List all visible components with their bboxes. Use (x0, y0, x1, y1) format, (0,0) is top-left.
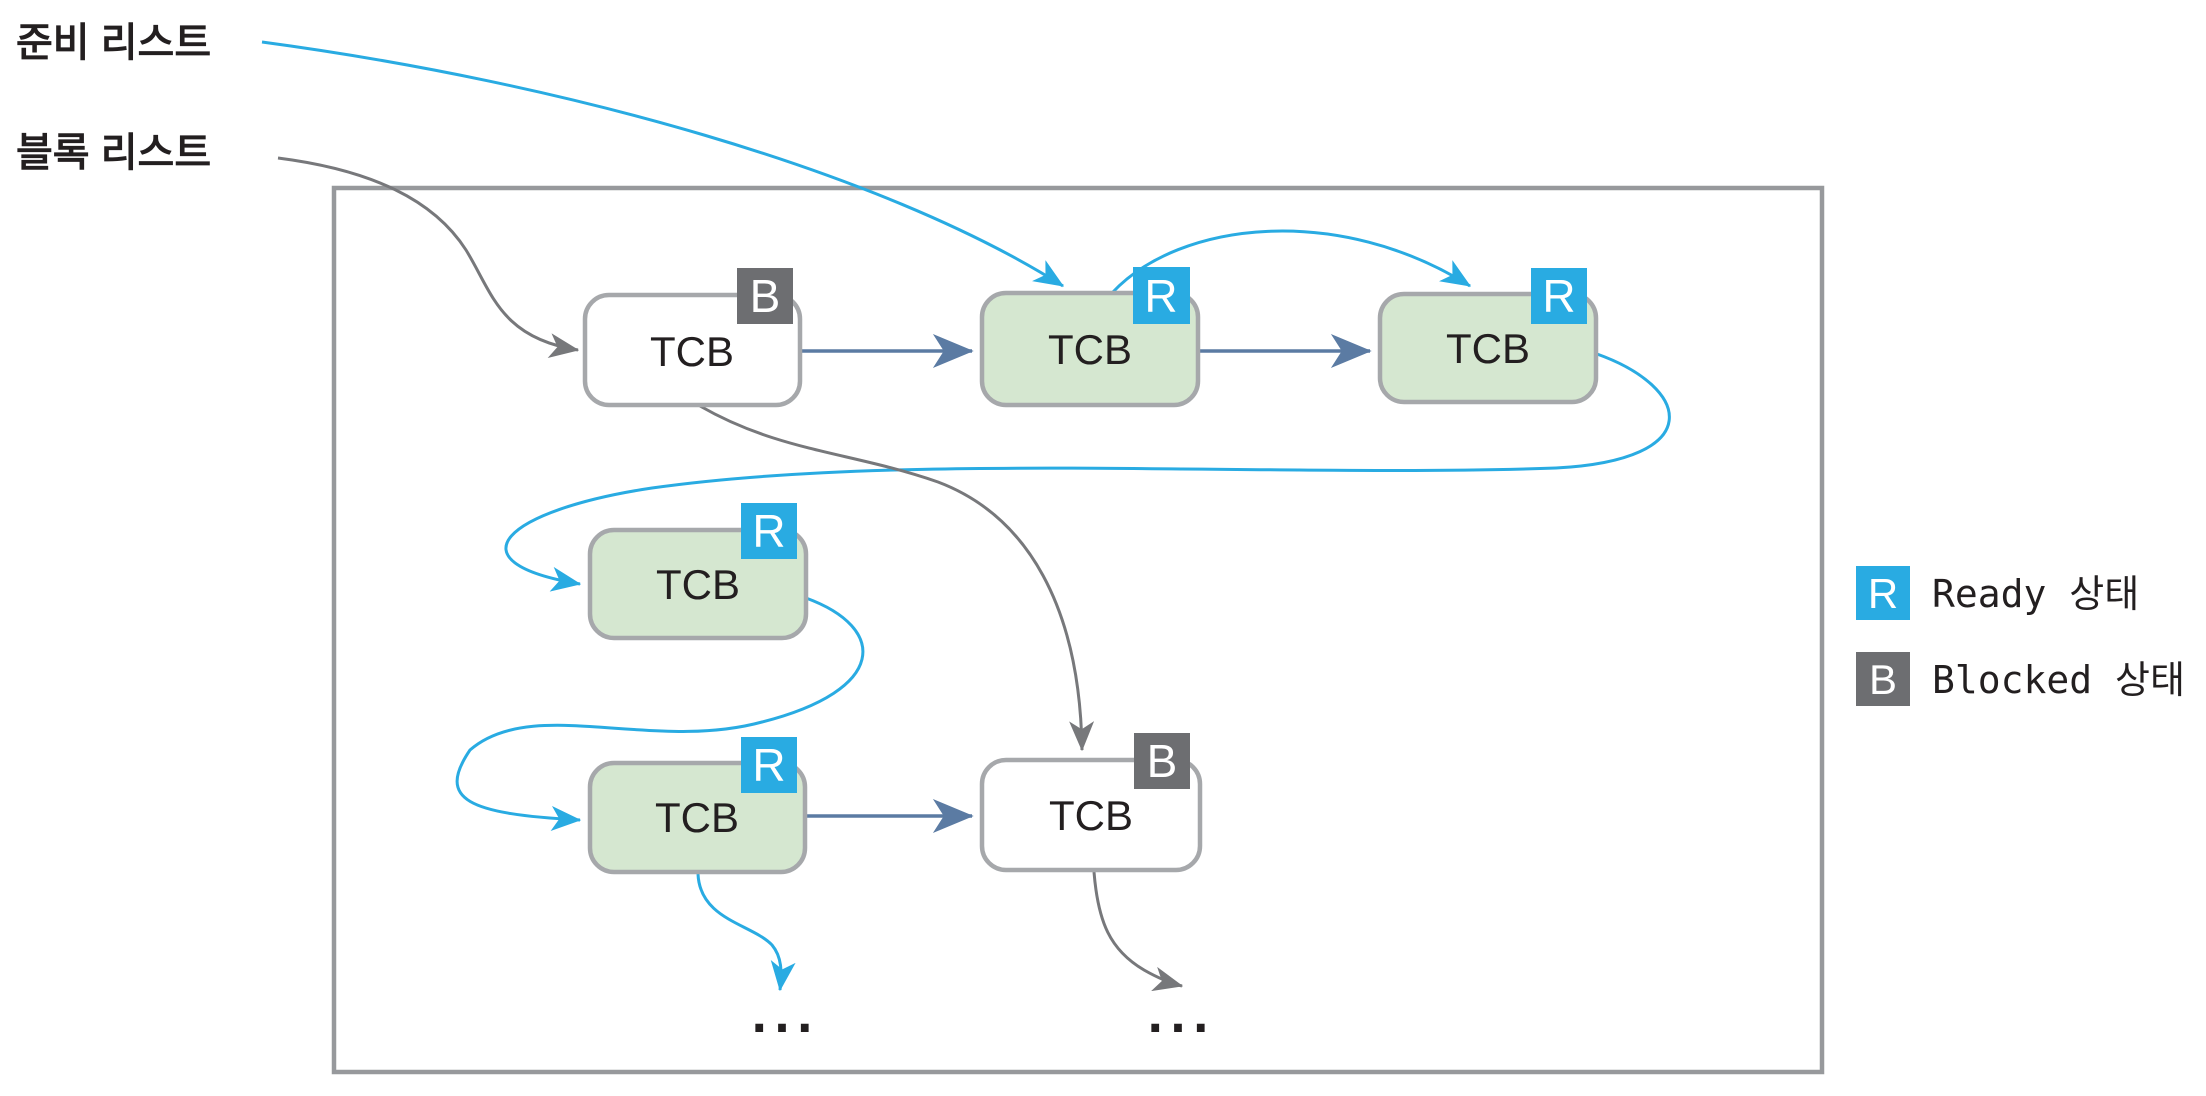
ellipsis-right: ... (1147, 992, 1215, 1043)
tcb-node-2: R TCB (979, 267, 1201, 408)
tcb-node-3: R TCB (1377, 268, 1599, 405)
ready-list-pointer-arrow (261, 40, 1065, 288)
legend-ready-badge (1856, 566, 1910, 620)
legend-item-ready: R Ready 상태 (1856, 566, 2139, 620)
state-badge-letter: R (1542, 270, 1575, 322)
ready-state-badge (1133, 267, 1190, 324)
blocked-list-pointer-arrow (277, 156, 580, 358)
legend-blocked-badge (1856, 652, 1910, 706)
tcb-node-label: TCB (655, 794, 739, 841)
legend-blocked-badge-letter: B (1869, 656, 1897, 703)
blocked-state-badge (737, 268, 793, 324)
tcb-node-4: R TCB (587, 503, 809, 641)
ready-link-node5-more-arrow (696, 873, 796, 992)
legend-blocked-label: Blocked 상태 (1932, 658, 2185, 702)
state-badge-letter: B (750, 270, 781, 322)
blocked-state-badge (1134, 733, 1190, 789)
tcb-node-1: B TCB (582, 268, 803, 408)
tcb-node-5: R TCB (587, 737, 808, 875)
blocked-list-label: 블록 리스트 (16, 131, 211, 175)
ready-state-badge (741, 503, 797, 559)
tcb-node-label: TCB (656, 561, 740, 608)
tcb-node-label: TCB (1446, 325, 1530, 372)
lists-container-box (331, 185, 1825, 1075)
blocked-link-node1-node6-arrow (699, 404, 1095, 752)
legend: R Ready 상태 B Blocked 상태 (1856, 566, 2185, 706)
tcb-node-6: B TCB (979, 733, 1203, 873)
ready-list-label: 준비 리스트 (16, 21, 211, 65)
tcb-node-label: TCB (1048, 326, 1132, 373)
ready-link-node3-node4-arrow (504, 352, 1671, 592)
state-badge-letter: R (752, 505, 785, 557)
blocked-link-node6-more-arrow (1092, 871, 1184, 992)
legend-item-blocked: B Blocked 상태 (1856, 652, 2185, 706)
state-badge-letter: B (1147, 735, 1178, 787)
ready-link-node2-node3-arrow (1110, 229, 1472, 295)
state-badge-letter: R (752, 739, 785, 791)
tcb-node-label: TCB (650, 328, 734, 375)
ready-state-badge (1531, 268, 1587, 324)
ready-link-node4-node5-arrow (455, 596, 865, 831)
tcb-node-label: TCB (1049, 792, 1133, 839)
ellipsis-left: ... (751, 992, 819, 1043)
legend-ready-badge-letter: R (1868, 570, 1898, 617)
legend-ready-label: Ready 상태 (1932, 572, 2139, 616)
state-badge-letter: R (1144, 270, 1177, 322)
ready-state-badge (741, 737, 797, 793)
